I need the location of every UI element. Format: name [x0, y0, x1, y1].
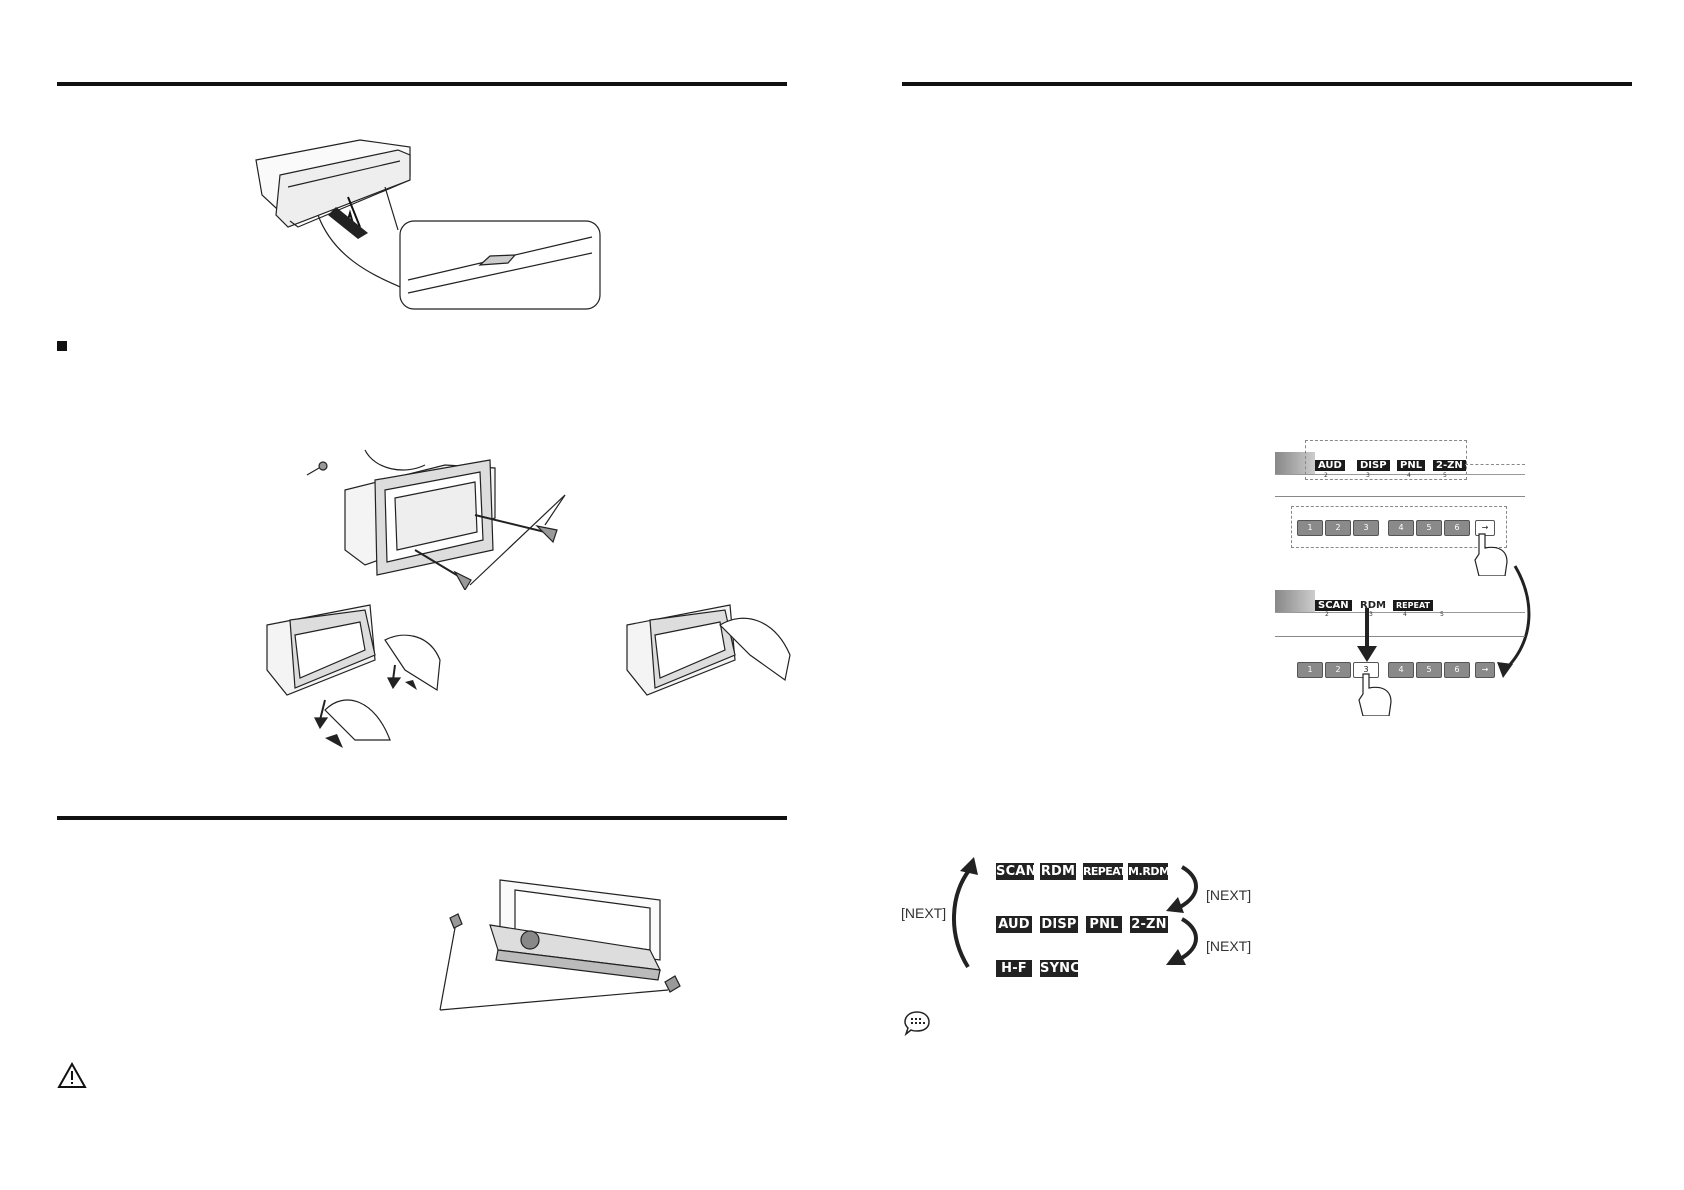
- preset-key-4-bottom: 4: [1388, 662, 1414, 678]
- menu-item-aud: AUD: [996, 916, 1032, 933]
- preset-key-1-top: 1: [1297, 520, 1323, 536]
- menu-item-disp: DISP: [1040, 916, 1078, 933]
- pull-out-hands-illustration-right: [626, 604, 791, 696]
- menu-item-2-zn: 2-ZN: [1130, 916, 1168, 933]
- left-section-rule: [57, 816, 787, 820]
- next-label-right-2: [NEXT]: [1206, 938, 1252, 954]
- lcd-label-top-1: AUD: [1315, 460, 1345, 471]
- note-speech-bubble-icon: [904, 1011, 930, 1036]
- lcd-label-top-4: 2-ZN: [1433, 460, 1466, 471]
- lcd-sub-bottom-1: 2: [1325, 611, 1329, 618]
- menu-item-repeat: REPEAT: [1083, 863, 1127, 880]
- next-label-left: [NEXT]: [901, 905, 947, 921]
- preset-key-4-top: 4: [1388, 520, 1414, 536]
- display-strip-bottom: [1275, 590, 1315, 612]
- lcd-sub-bottom-3: 4: [1403, 611, 1407, 618]
- lcd-label-top-3: PNL: [1397, 460, 1426, 471]
- lcd-sub-top-3: 4: [1407, 472, 1411, 479]
- pull-out-hands-illustration-left: [266, 604, 441, 748]
- caution-triangle-icon: [57, 1062, 87, 1088]
- pressing-finger-icon-top: [1474, 533, 1508, 576]
- preset-key-3-top: 3: [1353, 520, 1379, 536]
- removal-tool-illustration: [306, 449, 566, 590]
- next-key-bottom: →: [1475, 662, 1495, 678]
- menu-item-sync: SYNC: [1040, 960, 1080, 977]
- lcd-sub-bottom-2: 3: [1369, 611, 1373, 618]
- menu-item-scan: SCAN: [996, 863, 1037, 880]
- faceplate-stopper-illustration: [439, 879, 681, 1011]
- preset-key-3-bottom: 3: [1353, 662, 1379, 678]
- bullet-square-icon: [57, 341, 67, 351]
- menu-item-pnl: PNL: [1086, 916, 1122, 933]
- lcd-sub-bottom-4: 5: [1440, 611, 1444, 618]
- panel-body-bottom: [1275, 636, 1525, 637]
- display-bottom-line: [1275, 612, 1525, 613]
- preset-key-5-top: 5: [1416, 520, 1442, 536]
- menu-item-rdm: RDM: [1040, 863, 1076, 880]
- next-label-right-1: [NEXT]: [1206, 887, 1252, 903]
- preset-key-2-top: 2: [1325, 520, 1351, 536]
- lcd-sub-top-4: 5: [1443, 472, 1447, 479]
- preset-key-6-bottom: 6: [1444, 662, 1470, 678]
- menu-item-h-f: H-F: [996, 960, 1032, 977]
- preset-key-2-bottom: 2: [1325, 662, 1351, 678]
- cycle-arrows-icon: [951, 857, 1198, 969]
- lcd-sub-top-2: 3: [1366, 472, 1370, 479]
- lcd-label-bottom-2: RDM: [1360, 600, 1386, 611]
- preset-key-6-top: 6: [1444, 520, 1470, 536]
- preset-key-1-bottom: 1: [1297, 662, 1323, 678]
- faceplate-release-illustration: [255, 139, 601, 310]
- transition-arrow-icon: [1497, 565, 1531, 678]
- lcd-sub-top-1: 2: [1324, 472, 1328, 479]
- menu-item-m-rdm: M.RDM: [1128, 863, 1170, 880]
- dashed-connector-top: [1465, 464, 1525, 466]
- preset-key-5-bottom: 5: [1416, 662, 1442, 678]
- lcd-label-bottom-1: SCAN: [1315, 600, 1352, 611]
- lcd-label-bottom-3: REPEAT: [1393, 600, 1433, 611]
- display-top-line: [1275, 474, 1525, 475]
- display-dashed-box-top: [1305, 440, 1467, 480]
- down-arrow-icon: [1357, 608, 1377, 662]
- key-dashed-box-top: [1291, 506, 1507, 548]
- right-header-rule: [902, 82, 1632, 86]
- control-panel-illustration: AUD 2 DISP 3 PNL 4 2-ZN 5 1 2 3 4 5 6 → …: [1275, 440, 1535, 716]
- left-header-rule: [57, 82, 787, 86]
- lcd-label-top-2: DISP: [1357, 460, 1390, 471]
- pressing-finger-icon-bottom: [1358, 673, 1392, 716]
- panel-body-top: [1275, 496, 1525, 497]
